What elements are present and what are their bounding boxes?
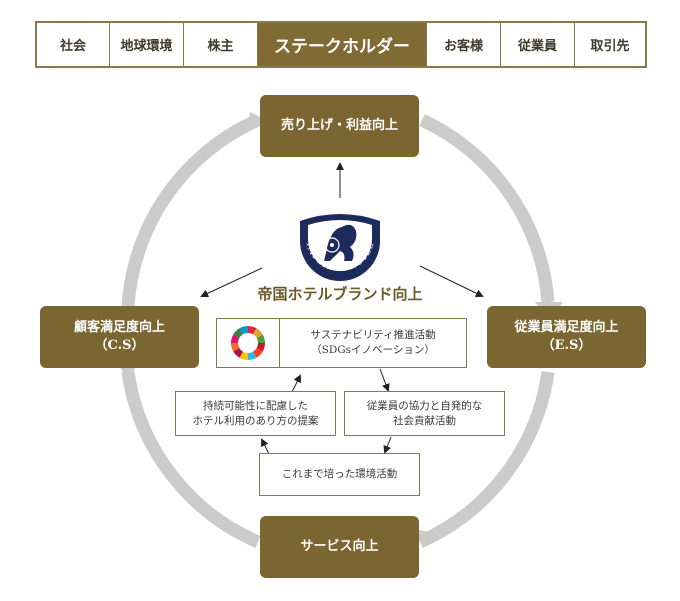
- sdgs-wheel-icon: [231, 326, 265, 360]
- node-service-label: サービス向上: [300, 539, 379, 554]
- brand-improvement-label: 帝国ホテルブランド向上: [257, 285, 423, 303]
- stakeholder-tab-bar: 社会 地球環境 株主 ステークホルダー お客様 従業員 取引先: [35, 21, 647, 68]
- sdgs-line2: （SDGsイノベーション）: [311, 344, 435, 356]
- node-employee-satisfaction: 従業員満足度向上 （E.S）: [487, 306, 646, 368]
- box-sustainable-line1: 持続可能性に配慮した: [203, 399, 308, 412]
- tab-employees[interactable]: 従業員: [501, 23, 575, 66]
- node-es-line1: 従業員満足度向上: [514, 320, 619, 335]
- sdgs-activity-box: サステナビリティ推進活動 （SDGsイノベーション）: [216, 318, 467, 368]
- box-employee-line1: 従業員の協力と自発的な: [366, 399, 483, 412]
- node-customer-satisfaction: 顧客満足度向上 （C.S）: [40, 306, 199, 368]
- box-sustainable-hotel-use: 持続可能性に配慮した ホテル利用のあり方の提案: [175, 391, 336, 436]
- sdgs-text: サステナビリティ推進活動 （SDGsイノベーション）: [280, 319, 466, 367]
- box-employee-contribution: 従業員の協力と自発的な 社会貢献活動: [344, 391, 505, 436]
- node-sales-profit: 売り上げ・利益向上: [260, 95, 419, 157]
- node-sales-profit-label: 売り上げ・利益向上: [280, 118, 398, 133]
- box-environmental-activities: これまで培った環境活動: [259, 453, 420, 496]
- imperial-hotel-logo-icon: IMPERIAL HOTEL: [300, 214, 380, 281]
- box-environmental-label: これまで培った環境活動: [281, 468, 398, 480]
- tab-global-environment[interactable]: 地球環境: [110, 23, 184, 66]
- node-cs-line2: （C.S）: [94, 338, 145, 353]
- sdgs-line1: サステナビリティ推進活動: [310, 329, 436, 341]
- connector-arrows: [200, 162, 484, 457]
- node-es-line2: （E.S）: [541, 338, 592, 353]
- tab-stakeholders[interactable]: ステークホルダー: [258, 23, 427, 66]
- box-sustainable-line2: ホテル利用のあり方の提案: [192, 414, 319, 427]
- cycle-ring: [121, 114, 555, 548]
- box-employee-line2: 社会貢献活動: [393, 414, 456, 427]
- tab-shareholders[interactable]: 株主: [184, 23, 258, 66]
- sdgs-wheel-icon-cell: [217, 319, 280, 367]
- tab-customers[interactable]: お客様: [427, 23, 501, 66]
- tab-business-partners[interactable]: 取引先: [590, 39, 630, 54]
- tab-society[interactable]: 社会: [37, 23, 110, 66]
- node-service-improvement: サービス向上: [260, 516, 419, 578]
- node-cs-line1: 顧客満足度向上: [73, 320, 165, 335]
